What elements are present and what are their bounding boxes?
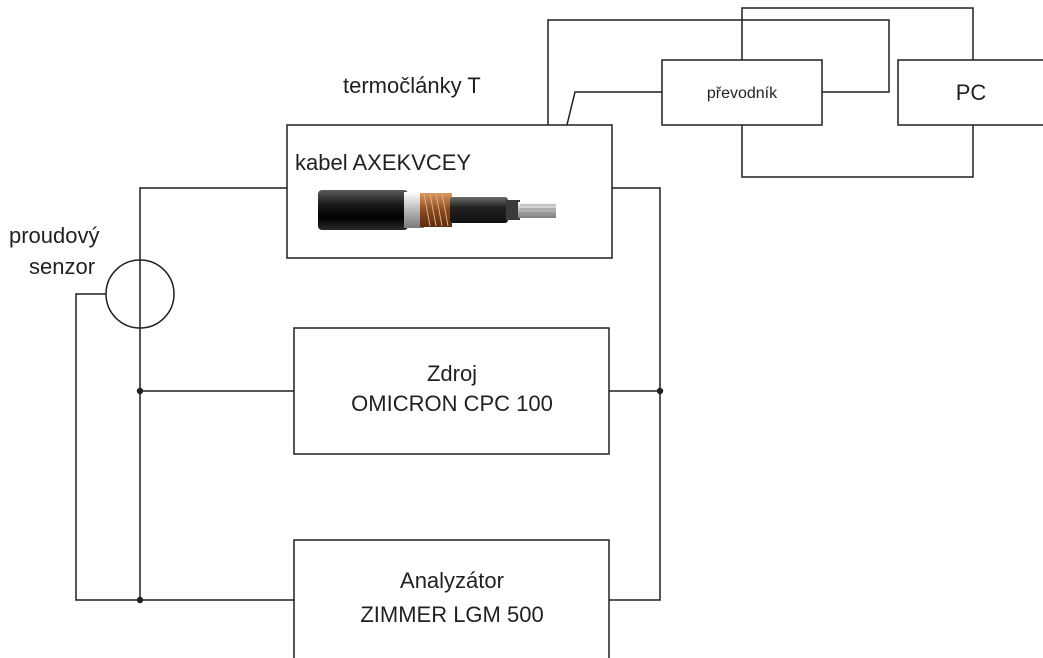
- junction-left-analyzer: [136, 596, 144, 604]
- sensor-label-line2: senzor: [29, 254, 95, 279]
- cable-screen-layer: [404, 192, 424, 228]
- cable-box: kabel AXEKVCEY: [286, 124, 613, 259]
- wire-thermocouple-to-converter: [564, 91, 662, 134]
- source-box: Zdroj OMICRON CPC 100: [293, 327, 610, 455]
- cable-cross-section-image: [318, 190, 556, 230]
- wire-sensor-to-analyzer: [75, 293, 140, 601]
- converter-label: převodník: [707, 85, 778, 102]
- source-label-line2: OMICRON CPC 100: [351, 391, 553, 416]
- pc-box: PC: [897, 59, 1043, 126]
- wire-left-rail: [139, 187, 294, 601]
- junction-left-source: [136, 387, 144, 395]
- current-sensor-circle: [105, 259, 175, 329]
- junction-right-source: [656, 387, 664, 395]
- cable-conductor-strands: [520, 204, 556, 214]
- pc-label: PC: [956, 80, 987, 105]
- sensor-label-line1: proudový: [9, 223, 100, 248]
- wire-thermocouple-to-top-loop: [547, 19, 890, 138]
- pc-frame: [897, 59, 1043, 126]
- cable-copper-strands: [423, 193, 449, 227]
- power-wiring: [75, 187, 664, 604]
- cable-conductor: [518, 202, 556, 218]
- analyzer-label-line1: Analyzátor: [400, 568, 504, 593]
- cable-outer-jacket: [318, 190, 408, 230]
- wire-loop-pc-top: [741, 7, 974, 60]
- cable-insulation: [450, 197, 508, 223]
- source-label-line1: Zdroj: [427, 361, 477, 386]
- analyzer-label-line2: ZIMMER LGM 500: [360, 602, 543, 627]
- cable-semiconductor: [506, 200, 520, 220]
- cable-label: kabel AXEKVCEY: [295, 150, 471, 175]
- wire-loop-pc-bottom: [741, 125, 974, 178]
- analyzer-box: Analyzátor ZIMMER LGM 500: [293, 539, 610, 658]
- wire-right-rail: [609, 187, 661, 601]
- converter-box: převodník: [661, 59, 823, 126]
- analyzer-frame: [293, 539, 610, 658]
- source-frame: [293, 327, 610, 455]
- current-sensor: proudový senzor: [9, 223, 175, 329]
- converter-frame: [661, 59, 823, 126]
- thermocouples-label: termočlánky T: [343, 73, 481, 98]
